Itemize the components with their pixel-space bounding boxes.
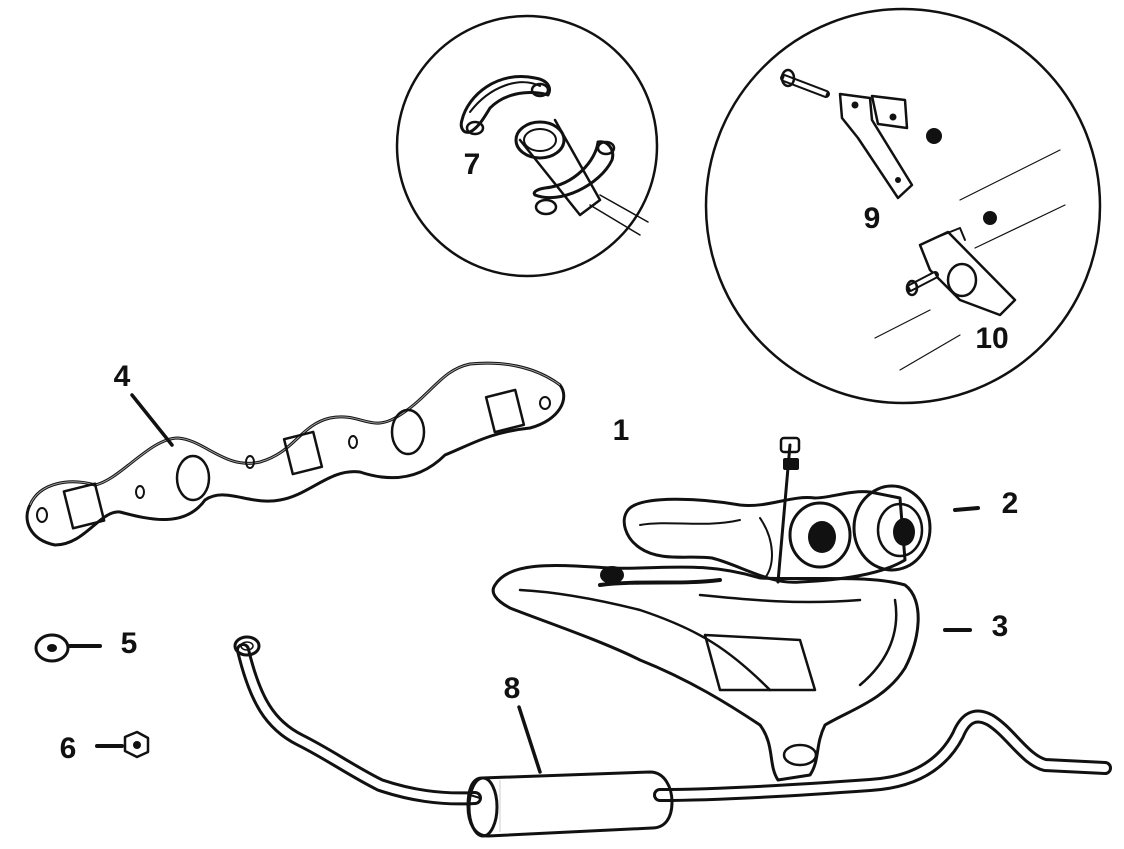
- manifold-gasket: 4: [25, 360, 566, 547]
- detail-circle-brackets: 9 10: [704, 7, 1102, 405]
- manifold-lower: [491, 564, 920, 782]
- callout-3: 3: [992, 610, 1009, 643]
- callout-1: 1: [613, 414, 630, 447]
- callout-4: 4: [114, 360, 131, 393]
- callout-2: 2: [1002, 487, 1019, 520]
- callout-7: 7: [464, 148, 481, 181]
- flange-ring: 2: [852, 484, 1019, 572]
- flange-bracket: [905, 227, 1017, 317]
- exhaust-manifold-assembly: 1 2 3: [491, 414, 1019, 782]
- callout-8: 8: [504, 672, 521, 705]
- muffler: [466, 770, 674, 838]
- manifold-upper: [622, 490, 907, 584]
- callout-6: 6: [60, 732, 77, 765]
- callout-10: 10: [975, 322, 1008, 355]
- exhaust-pipe-muffler: 8: [233, 635, 1112, 838]
- nut: 6: [60, 730, 150, 765]
- clamp-pipe-stub: [514, 118, 649, 236]
- detail-circle-clamp: 7: [395, 14, 659, 278]
- clamp-upper-half: [459, 75, 551, 136]
- manifold-stud: [776, 436, 801, 584]
- callout-5: 5: [121, 627, 138, 660]
- bracket-nut-upper: [926, 128, 942, 144]
- pipe-lines: [874, 149, 1066, 371]
- clamp-lower-half: [532, 140, 616, 216]
- washer: 5: [34, 627, 138, 663]
- hanger-bracket: [838, 92, 914, 200]
- callout-9: 9: [864, 202, 881, 235]
- bracket-bolt: [780, 68, 830, 98]
- bracket-nut-lower: [983, 211, 997, 225]
